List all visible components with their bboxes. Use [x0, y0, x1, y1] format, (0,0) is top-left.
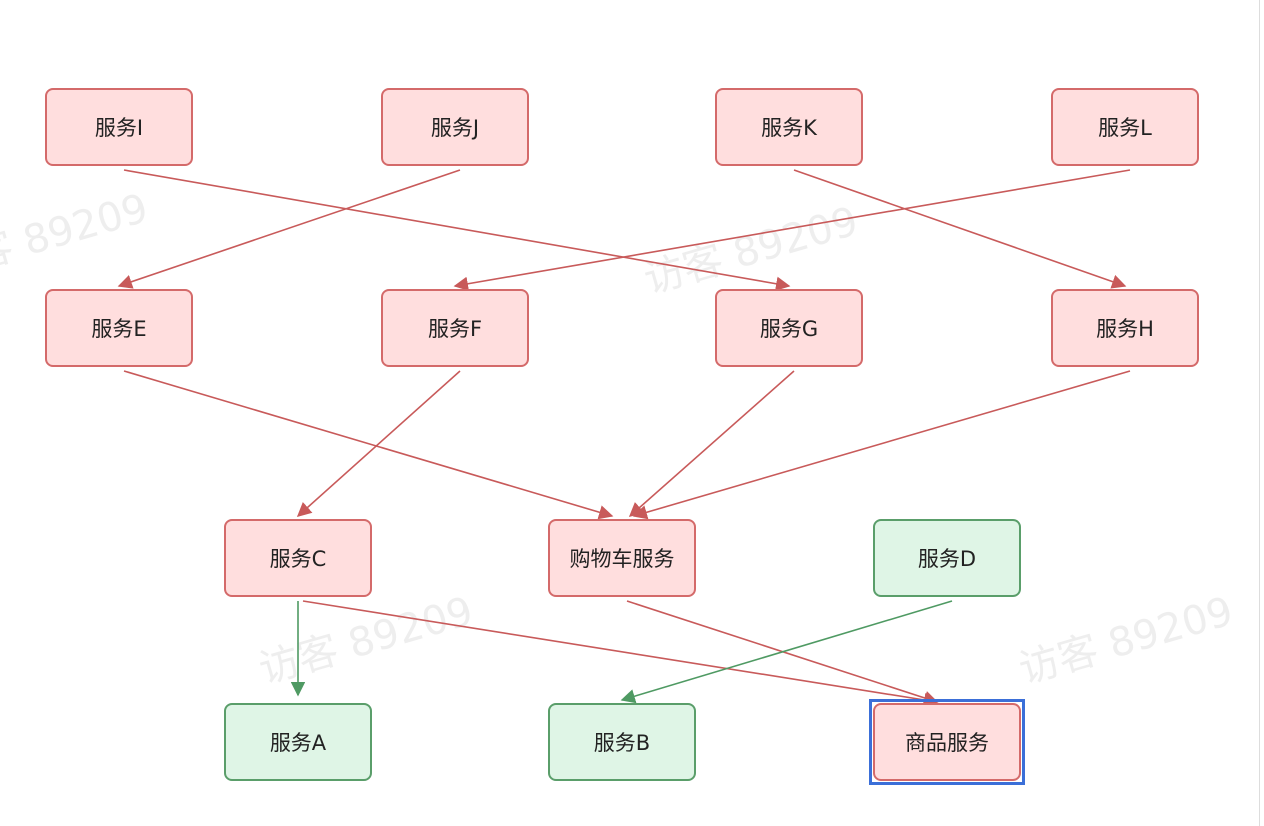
service-h-label: 服务H: [1096, 317, 1154, 341]
edge-h-to-cart[interactable]: [632, 370, 1131, 520]
service-k-node[interactable]: 服务K: [715, 88, 863, 166]
edge-c-to-product[interactable]: [302, 600, 939, 708]
service-c-node[interactable]: 服务C: [224, 519, 372, 597]
service-a-label: 服务A: [269, 731, 327, 755]
service-l-node[interactable]: 服务L: [1051, 88, 1199, 166]
service-d-label: 服务D: [917, 547, 977, 571]
service-i-label: 服务I: [94, 116, 144, 140]
service-i-node[interactable]: 服务I: [45, 88, 193, 166]
service-e-node[interactable]: 服务E: [45, 289, 193, 367]
canvas-edge-divider: [1259, 0, 1260, 826]
service-f-label: 服务F: [427, 317, 483, 341]
edge-l-to-f[interactable]: [453, 169, 1131, 291]
service-g-label: 服务G: [759, 317, 819, 341]
service-d-node[interactable]: 服务D: [873, 519, 1021, 597]
service-j-label: 服务J: [430, 116, 480, 140]
edge-j-to-e[interactable]: [117, 169, 461, 289]
service-a-node[interactable]: 服务A: [224, 703, 372, 781]
cart-service-node[interactable]: 购物车服务: [548, 519, 696, 597]
edge-g-to-cart[interactable]: [628, 370, 795, 517]
service-k-label: 服务K: [761, 116, 817, 140]
service-b-label: 服务B: [593, 731, 651, 755]
service-b-node[interactable]: 服务B: [548, 703, 696, 781]
edge-i-to-g[interactable]: [123, 169, 791, 291]
edge-d-to-b[interactable]: [620, 600, 953, 704]
service-f-node[interactable]: 服务F: [381, 289, 529, 367]
product-service-label: 商品服务: [905, 731, 989, 755]
edge-e-to-cart[interactable]: [123, 370, 614, 520]
service-e-label: 服务E: [91, 317, 147, 341]
product-service-node[interactable]: 商品服务: [873, 703, 1021, 781]
service-l-label: 服务L: [1098, 116, 1152, 140]
cart-service-label: 购物车服务: [569, 547, 675, 571]
service-c-label: 服务C: [269, 547, 327, 571]
edge-k-to-h[interactable]: [793, 169, 1127, 289]
edge-f-to-c[interactable]: [296, 370, 461, 517]
service-g-node[interactable]: 服务G: [715, 289, 863, 367]
service-j-node[interactable]: 服务J: [381, 88, 529, 166]
service-h-node[interactable]: 服务H: [1051, 289, 1199, 367]
